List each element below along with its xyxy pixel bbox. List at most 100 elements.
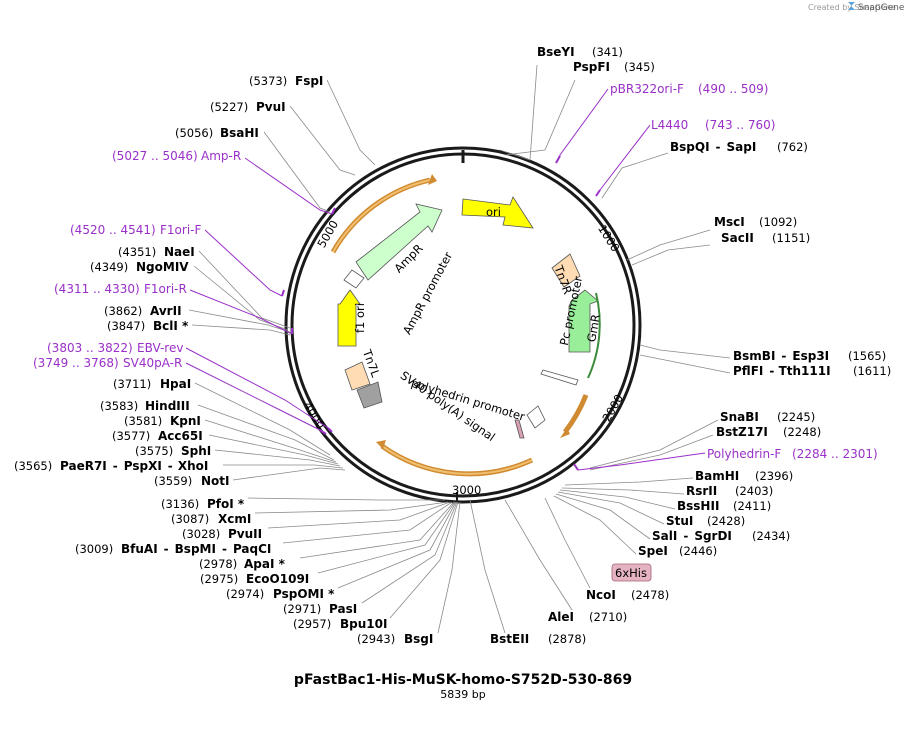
enzyme-kpni: (3581)KpnI xyxy=(124,414,201,428)
his-tag-label: 6xHis xyxy=(611,563,652,582)
enzyme-sphi: (3575)SphI xyxy=(135,444,211,458)
svg-text:PaeR7I-PspXI-XhoI: PaeR7I-PspXI-XhoI xyxy=(60,459,208,473)
enzyme-bamhi: BamHI(2396) xyxy=(695,469,793,483)
svg-text:(3711): (3711) xyxy=(113,377,151,391)
svg-text:GmR: GmR xyxy=(584,313,603,343)
svg-text:NgoMIV: NgoMIV xyxy=(136,260,189,274)
enzyme-bseyi: BseYI(341) xyxy=(537,45,623,59)
feature-tn7l: Tn7L xyxy=(344,347,383,409)
svg-text:NcoI: NcoI xyxy=(586,588,616,602)
svg-text:pBR322ori-F: pBR322ori-F xyxy=(610,82,684,96)
enzyme-naei: (4351)NaeI xyxy=(118,245,195,259)
svg-text:BsgI: BsgI xyxy=(404,632,433,646)
svg-text:PasI: PasI xyxy=(329,602,357,616)
svg-text:(3087): (3087) xyxy=(171,512,209,526)
svg-text:StuI: StuI xyxy=(666,514,693,528)
primer-labels: pBR322ori-F(490 .. 509) L4440(743 .. 760… xyxy=(33,82,878,461)
enzyme-sali: SalI-SgrDI(2434) xyxy=(652,529,790,543)
svg-text:(4520 .. 4541): (4520 .. 4541) xyxy=(70,223,156,237)
enzyme-bsteii: BstEII (2878) xyxy=(490,632,586,646)
svg-text:PspFI: PspFI xyxy=(573,60,610,74)
svg-text:(3565): (3565) xyxy=(14,459,52,473)
svg-text:SacII: SacII xyxy=(721,231,754,245)
svg-text:(3559): (3559) xyxy=(154,474,192,488)
svg-text:(2245): (2245) xyxy=(777,410,815,424)
enzyme-fspi: (5373) FspI xyxy=(249,74,323,88)
enzyme-spei: SpeI(2446) xyxy=(638,544,717,558)
enzyme-acc65i: (3577)Acc65I xyxy=(112,429,203,443)
enzyme-bspqi: BspQI-SapI(762) xyxy=(670,140,808,154)
svg-text:AleI: AleI xyxy=(548,610,574,624)
feature-gmr: GmR xyxy=(568,289,603,379)
svg-text:(743 .. 760): (743 .. 760) xyxy=(705,118,775,132)
svg-text:(3803 .. 3822): (3803 .. 3822) xyxy=(47,341,133,355)
svg-text:(1611): (1611) xyxy=(853,364,891,378)
svg-text:BspQI-SapI: BspQI-SapI xyxy=(670,140,756,154)
enzyme-ngomiv: (4349)NgoMIV xyxy=(90,260,189,274)
enzyme-noti: (3559) NotI xyxy=(154,474,230,488)
svg-text:BstEII: BstEII xyxy=(490,632,529,646)
enzyme-rsrii: RsrII(2403) xyxy=(686,484,773,498)
svg-text:(1151): (1151) xyxy=(772,231,810,245)
svg-text:F1ori-R: F1ori-R xyxy=(144,282,187,296)
svg-text:(2478): (2478) xyxy=(631,588,669,602)
plasmid-name: pFastBac1-His-MuSK-homo-S752D-530-869 xyxy=(294,672,632,688)
enzyme-sacii: SacII (1151) xyxy=(721,231,810,245)
svg-text:(3847): (3847) xyxy=(107,319,145,333)
enzyme-snabi: SnaBI(2245) xyxy=(720,410,815,424)
svg-text:BsmBI-Esp3I: BsmBI-Esp3I xyxy=(733,349,829,363)
svg-text:Polyhedrin-F: Polyhedrin-F xyxy=(707,447,781,461)
tick-2000: 2000 xyxy=(599,392,626,424)
svg-text:(2710): (2710) xyxy=(589,610,627,624)
feature-ori: ori xyxy=(461,196,534,229)
primer-pbr322ori-f: pBR322ori-F (490 .. 509) xyxy=(610,82,768,96)
svg-text:EBV-rev: EBV-rev xyxy=(137,341,183,355)
enzyme-pflfi: PflFI-Tth111I(1611) xyxy=(733,364,891,378)
svg-text:HindIII: HindIII xyxy=(145,399,190,413)
enzyme-bpu10i: (2957)Bpu10I xyxy=(293,617,387,631)
primer-ebv-rev: (3803 .. 3822) EBV-rev xyxy=(47,341,183,355)
svg-text:(2434): (2434) xyxy=(752,529,790,543)
primer-amp-r: (5027 .. 5046)Amp-R xyxy=(112,149,241,163)
enzyme-bsmbi: BsmBI-Esp3I(1565) xyxy=(733,349,886,363)
svg-text:f1 ori: f1 ori xyxy=(353,303,367,333)
enzyme-paer7i: (3565) PaeR7I-PspXI-XhoI xyxy=(14,459,208,473)
plasmid-size: 5839 bp xyxy=(440,688,485,701)
enzyme-stui: StuI(2428) xyxy=(666,514,745,528)
svg-text:(2943): (2943) xyxy=(357,632,395,646)
svg-text:NaeI: NaeI xyxy=(164,245,195,259)
primer-f1ori-r: (4311 .. 4330) F1ori-R xyxy=(54,282,187,296)
enzyme-bstz17i: BstZ17I(2248) xyxy=(716,425,821,439)
svg-text:FspI: FspI xyxy=(295,74,323,88)
svg-text:(3136): (3136) xyxy=(161,497,199,511)
svg-text:(5227): (5227) xyxy=(210,100,248,114)
svg-text:(5056): (5056) xyxy=(175,126,213,140)
svg-text:PvuII: PvuII xyxy=(228,527,262,541)
svg-text:(5373): (5373) xyxy=(249,74,287,88)
enzyme-bsgi: (2943) BsgI xyxy=(357,632,433,646)
svg-text:BssHII: BssHII xyxy=(677,499,719,513)
svg-text:NotI: NotI xyxy=(201,474,230,488)
enzyme-labels: BseYI(341) PspFI(345) BspQI-SapI(762) Ms… xyxy=(14,45,891,646)
svg-text:(2248): (2248) xyxy=(783,425,821,439)
svg-text:BfuAI-BspMI-PaqCI: BfuAI-BspMI-PaqCI xyxy=(121,542,271,556)
enzyme-pfoi: (3136)PfoI * xyxy=(161,497,245,511)
tick-labels: 1000 2000 3000 4000 5000 xyxy=(301,218,626,497)
svg-text:(490 .. 509): (490 .. 509) xyxy=(698,82,768,96)
svg-text:(3577): (3577) xyxy=(112,429,150,443)
svg-text:SpeI: SpeI xyxy=(638,544,668,558)
enzyme-avrii: (3862)AvrII xyxy=(104,304,182,318)
enzyme-bsshii: BssHII(2411) xyxy=(677,499,771,513)
enzyme-bfuai: (3009)BfuAI-BspMI-PaqCI xyxy=(75,542,271,556)
svg-text:XcmI: XcmI xyxy=(218,512,251,526)
svg-text:(341): (341) xyxy=(592,45,623,59)
primer-polyhedrin-f: Polyhedrin-F(2284 .. 2301) xyxy=(707,447,878,461)
svg-text:(4311 .. 4330): (4311 .. 4330) xyxy=(54,282,140,296)
svg-text:(2878): (2878) xyxy=(548,632,586,646)
svg-text:BclI *: BclI * xyxy=(153,319,189,333)
enzyme-pspomi: (2974)PspOMI * xyxy=(226,587,335,601)
svg-text:(345): (345) xyxy=(624,60,655,74)
primer-sv40pa-r: (3749 .. 3768)SV40pA-R xyxy=(33,356,182,370)
enzyme-pasi: (2971)PasI xyxy=(283,602,357,616)
